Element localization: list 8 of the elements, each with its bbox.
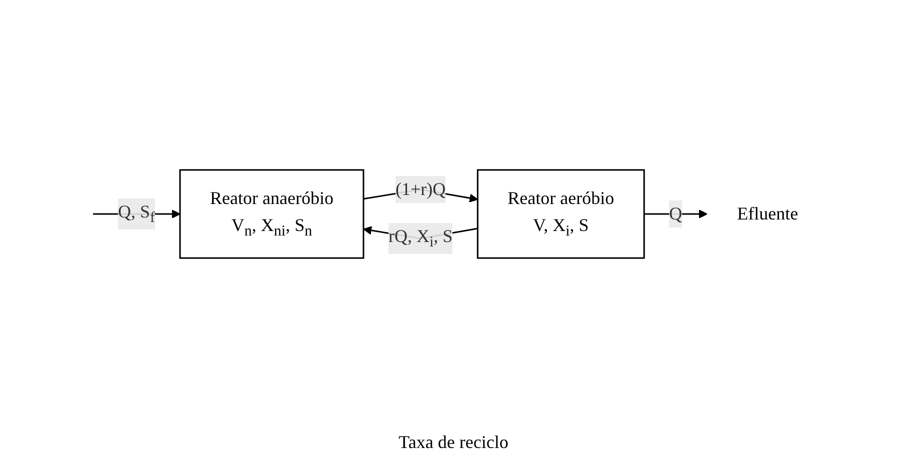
edge-label: rQ, X$_{i}$, S [388, 226, 454, 251]
edge-label: (1+r)Q [396, 178, 446, 199]
note-text: Taxa de reciclo [398, 432, 508, 453]
edge-label: Q [670, 204, 683, 224]
node-box: Reator aeróbio V, X$_{i}$, S [477, 169, 646, 259]
node-box: Reator anaeróbio V$_{n}$, X$_{ni}$, S$_{n}$ [180, 169, 365, 259]
node-text: Efluente [738, 204, 799, 224]
edge-label: Q, S$_{f}$ [118, 201, 156, 226]
